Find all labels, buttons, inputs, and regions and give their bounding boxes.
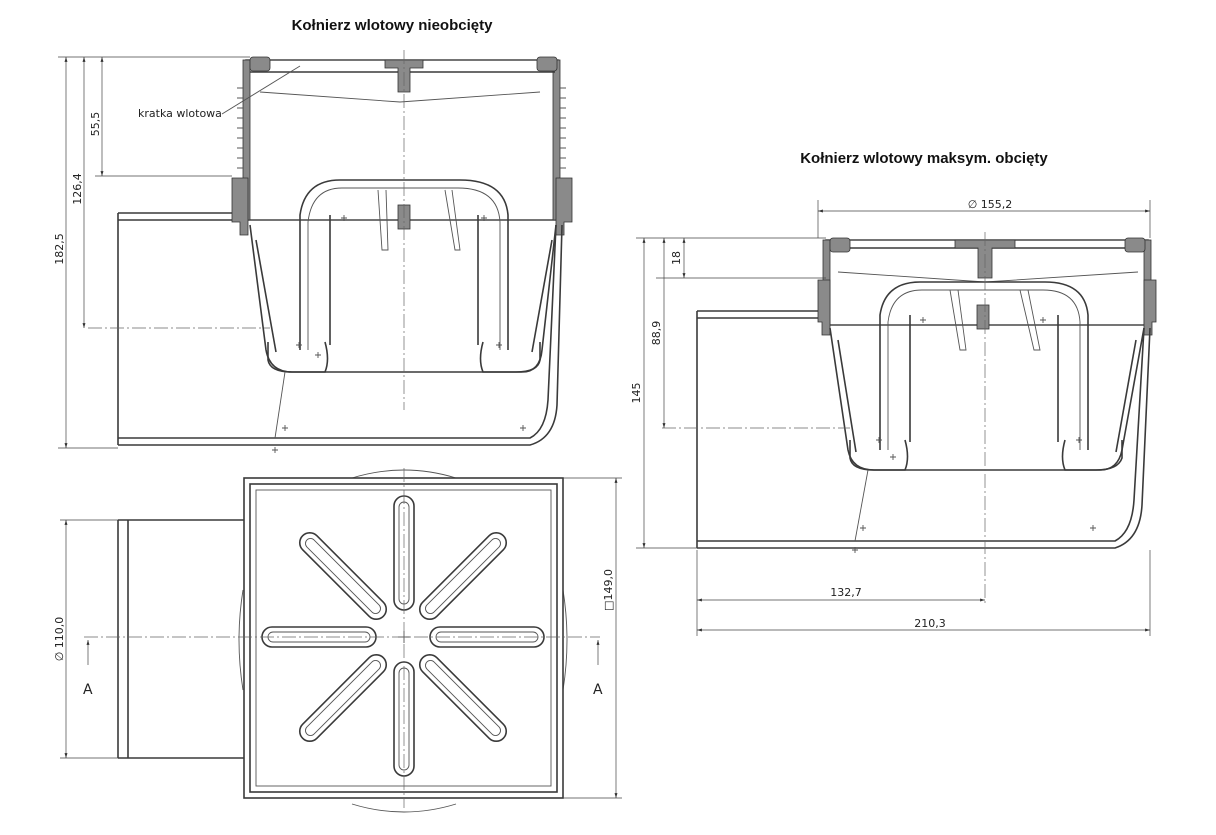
dim-top-height: 18 xyxy=(670,251,683,265)
dim-inlet-height: 126,4 xyxy=(71,173,84,205)
title-right: Kołnierz wlotowy maksym. obcięty xyxy=(800,150,1048,167)
dim-pipe-diameter: ∅ 110,0 xyxy=(53,617,66,662)
section-label-right: A xyxy=(593,682,603,698)
grate-slots xyxy=(261,495,545,777)
dim-axis-offset: 132,7 xyxy=(830,586,862,599)
section-view-cut: ∅ 155,2 18 88,9 145 132,7 210,3 xyxy=(630,198,1157,636)
grate-label: kratka wlotowa xyxy=(138,107,222,120)
section-view-uncut: kratka wlotowa 55,5 126,4 182,5 xyxy=(53,50,573,453)
section-label-left: A xyxy=(83,682,93,698)
dim-grate-height: 55,5 xyxy=(89,112,102,137)
dim-total-height: 182,5 xyxy=(53,233,66,265)
title-left: Kołnierz wlotowy nieobcięty xyxy=(292,17,494,34)
plan-view: A A ∅ 110,0 □149,0 xyxy=(53,468,622,813)
dim-total-height-cut: 145 xyxy=(630,383,643,404)
dim-inlet-height-cut: 88,9 xyxy=(650,321,663,346)
dim-diameter: ∅ 155,2 xyxy=(968,198,1013,211)
dim-total-length: 210,3 xyxy=(914,617,946,630)
dim-square-size: □149,0 xyxy=(602,569,615,611)
